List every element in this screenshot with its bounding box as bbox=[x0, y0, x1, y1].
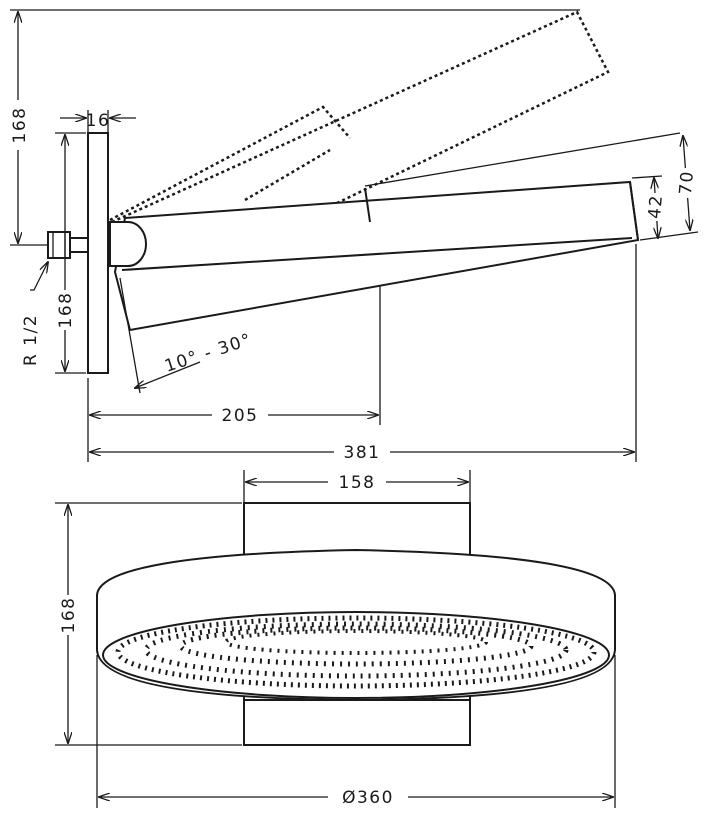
plate-thickness-label: 16 bbox=[86, 111, 111, 131]
head-inner-label: 42 bbox=[645, 193, 667, 219]
wall-plate bbox=[87, 132, 109, 374]
thread-leader bbox=[30, 262, 48, 291]
height-top-label: 168 bbox=[10, 107, 30, 144]
plate-height-label: 168 bbox=[56, 292, 76, 329]
nozzle-ring-outer bbox=[115, 615, 597, 689]
arm-length-label: 205 bbox=[222, 406, 259, 426]
arm-joint bbox=[109, 221, 147, 267]
dotted-position-max bbox=[111, 10, 610, 252]
thread-connector bbox=[47, 231, 71, 259]
head-outer-label: 70 bbox=[676, 169, 698, 195]
nozzle-ring-inner bbox=[224, 629, 488, 655]
total-length-label: 381 bbox=[344, 443, 381, 463]
angle-label: 10° - 30° bbox=[162, 330, 254, 377]
thread-label: R 1/2 bbox=[21, 314, 41, 366]
dotted-position-mid bbox=[109, 105, 351, 222]
side-view: 168 16 R 1/2 168 70 bbox=[10, 9, 699, 463]
angle-arrow bbox=[135, 361, 201, 388]
diameter-label: Ø360 bbox=[342, 788, 394, 808]
spray-face bbox=[102, 611, 610, 699]
shower-arm bbox=[113, 180, 640, 332]
front-view: 158 168 Ø360 bbox=[55, 470, 616, 808]
block-width-label: 158 bbox=[339, 473, 376, 493]
total-height-label: 168 bbox=[59, 597, 79, 634]
